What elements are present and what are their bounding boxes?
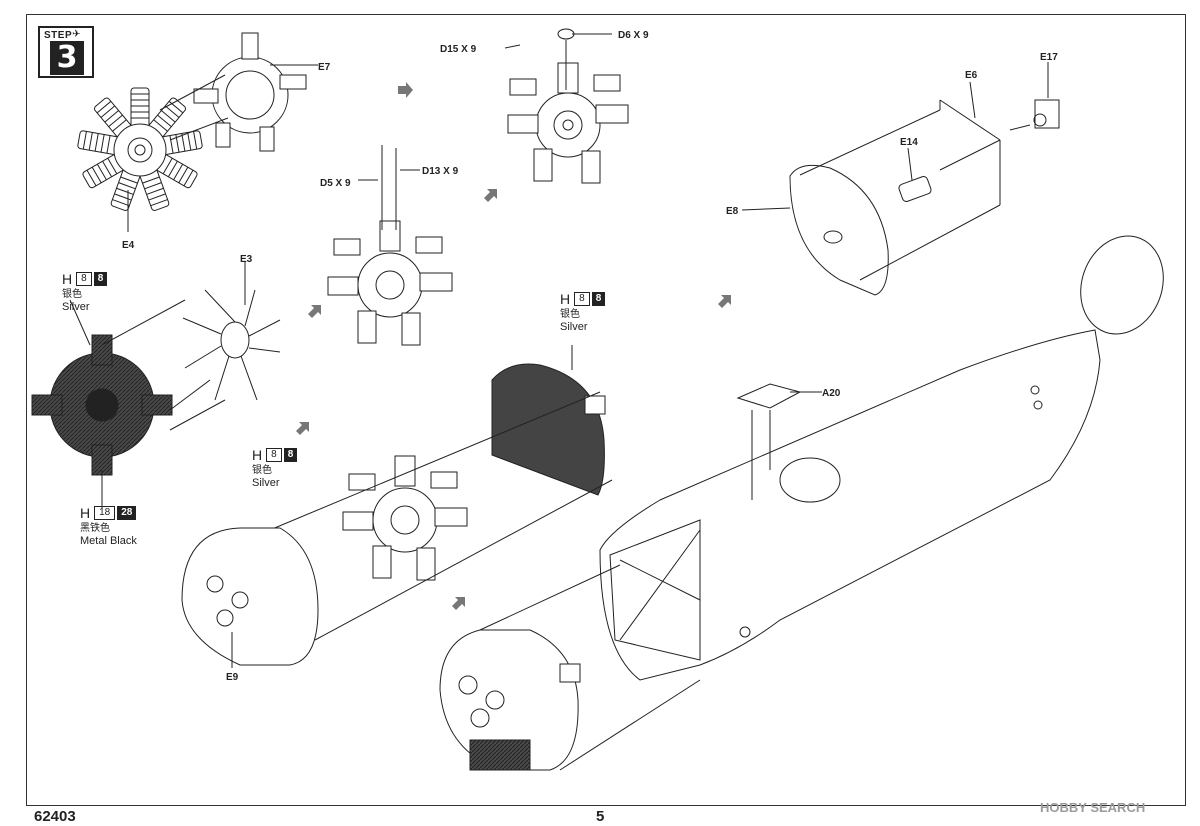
label-e17: E17 <box>1040 52 1058 63</box>
firewall-disc <box>491 363 606 496</box>
engine-metal-black <box>31 334 173 476</box>
label-a20: A20 <box>822 388 841 399</box>
kit-number: 62403 <box>34 808 76 825</box>
label-e9: E9 <box>226 672 239 683</box>
label-e8: E8 <box>726 206 739 217</box>
step-badge: STEP ✈ 3 <box>38 26 94 78</box>
step-number: 3 <box>50 41 84 75</box>
label-e6: E6 <box>965 70 978 81</box>
pushrods-e3 <box>182 289 281 401</box>
engine-mid-assembly <box>327 220 453 346</box>
watermark: HOBBY SEARCH <box>1040 800 1146 815</box>
page-frame <box>26 14 1186 806</box>
flow-arrows <box>296 82 731 610</box>
label-e7: E7 <box>318 62 331 73</box>
label-d15: D15 X 9 <box>440 44 477 55</box>
front-cowl <box>439 629 581 771</box>
engine-top-assembly <box>507 62 629 184</box>
label-d13: D13 X 9 <box>422 166 459 177</box>
fuselage <box>599 235 1164 681</box>
crankcase-e7 <box>193 32 307 152</box>
engine-lower-assembly <box>342 455 468 581</box>
label-d5: D5 X 9 <box>320 178 351 189</box>
plane-icon: ✈ <box>72 29 81 40</box>
label-d6: D6 X 9 <box>618 30 649 41</box>
step-word: STEP <box>44 30 73 41</box>
part-a20 <box>736 383 802 409</box>
label-e14: E14 <box>900 137 918 148</box>
engine-e4 <box>76 87 204 212</box>
tail-assembly <box>789 99 1060 296</box>
cowl-e9 <box>181 527 319 666</box>
page-number: 5 <box>596 808 605 825</box>
label-e3: E3 <box>240 254 253 265</box>
label-e4: E4 <box>122 240 135 251</box>
